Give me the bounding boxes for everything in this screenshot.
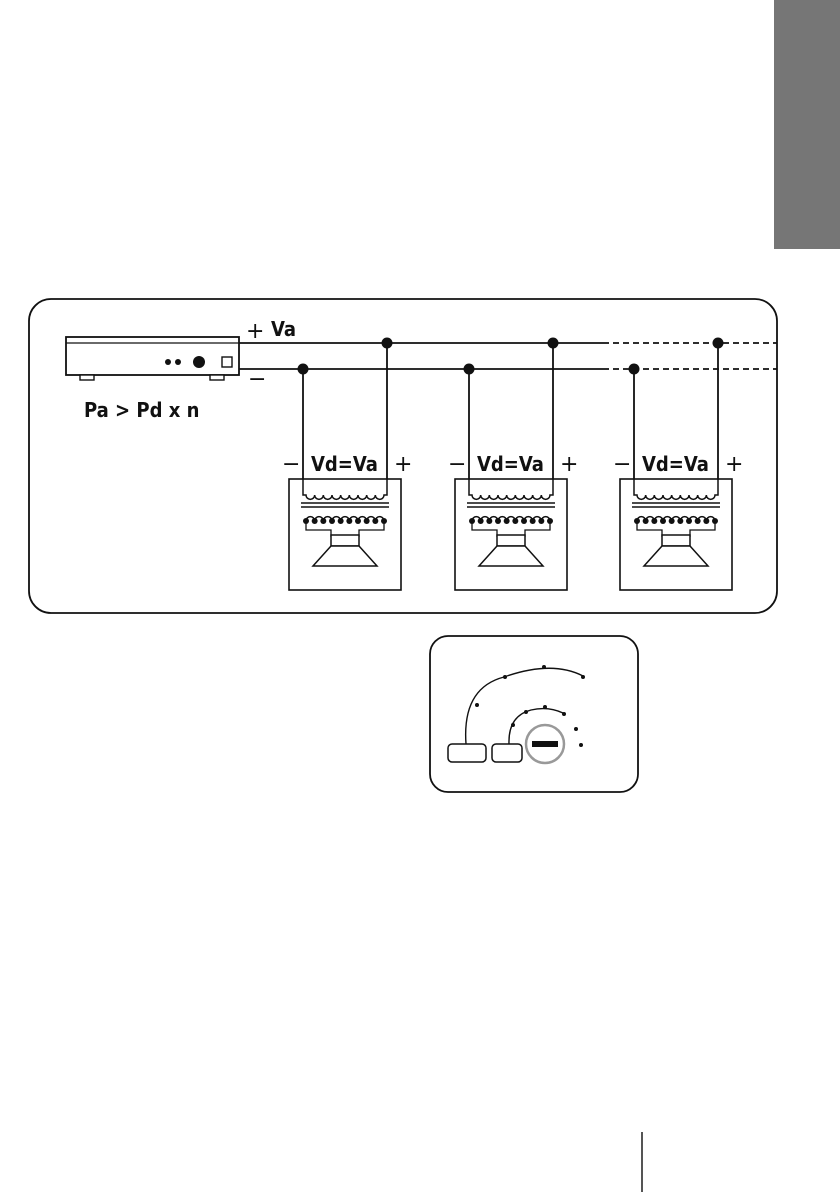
speaker-minus-sign: − [613, 452, 631, 477]
transformer-icon [632, 479, 720, 537]
speaker-unit-2: −Vd=Va + [448, 338, 578, 591]
tap-switch-slot-1 [448, 744, 486, 762]
supply-minus-sign: − [248, 367, 266, 392]
supply-voltage-label: Va [271, 317, 296, 341]
speaker-plus-sign: + [560, 452, 578, 477]
footer-divider [641, 1132, 643, 1192]
amplifier-icon [66, 337, 239, 380]
supply-plus-sign: + [246, 319, 264, 344]
tap-arc-icon [466, 668, 583, 744]
speaker-voltage-label: Vd=Va [477, 452, 544, 476]
amplifier-power-formula: Pa > Pd x n [84, 398, 199, 422]
loudspeaker-icon [313, 535, 377, 566]
speaker-plus-sign: + [725, 452, 743, 477]
speaker-minus-sign: − [448, 452, 466, 477]
tap-switch-slot-2 [492, 744, 522, 762]
transformer-icon [301, 479, 389, 537]
speaker-unit-3: −Vd=Va + [613, 338, 743, 591]
speaker-unit-1: −Vd=Va + [282, 338, 412, 591]
speaker-plus-sign: + [394, 452, 412, 477]
speaker-voltage-label: Vd=Va [642, 452, 709, 476]
minus-icon [526, 725, 564, 763]
transformer-icon [467, 479, 555, 537]
loudspeaker-icon [644, 535, 708, 566]
tap-selector-panel [430, 636, 638, 792]
speaker-voltage-label: Vd=Va [311, 452, 378, 476]
speaker-minus-sign: − [282, 452, 300, 477]
loudspeaker-icon [479, 535, 543, 566]
